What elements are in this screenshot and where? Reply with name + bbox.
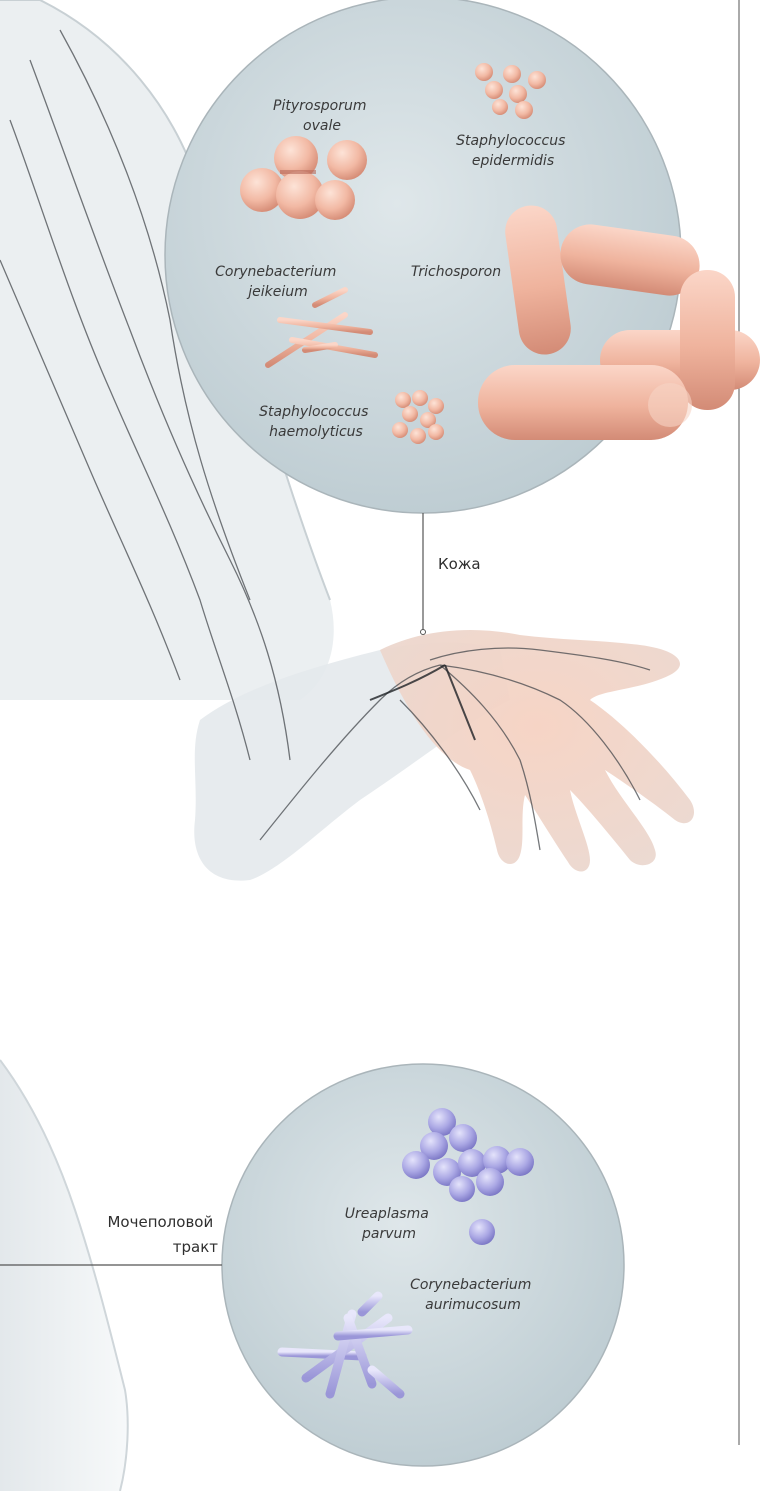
label-staph-epidermidis-line2: epidermidis <box>472 153 554 169</box>
urogenital-magnifier-circle <box>222 1064 624 1466</box>
region-label-urogenital-line2: тракт <box>173 1238 219 1256</box>
label-staph-epidermidis-line1: Staphylococcus <box>456 133 565 149</box>
label-ureaplasma-line2: parvum <box>361 1226 416 1242</box>
label-ureaplasma-line1: Ureaplasma <box>345 1206 429 1222</box>
region-label-urogenital-line1: Мочеполовой <box>107 1213 213 1231</box>
label-staph-haemolyticus-line1: Staphylococcus <box>259 404 368 420</box>
torso-illustration <box>0 1060 128 1491</box>
skin-microbe-panel: Pityrosporum ovale Staphylococcus epider… <box>165 0 760 513</box>
label-staph-haemolyticus-line2: haemolyticus <box>269 424 363 440</box>
label-corynebacterium-aurimucosum-line2: aurimucosum <box>425 1297 521 1313</box>
label-trichosporon: Trichosporon <box>411 264 501 280</box>
label-pityrosporum-line2: ovale <box>303 118 341 134</box>
label-corynebacterium-jeikeium-line2: jeikeium <box>246 284 308 300</box>
region-label-urogenital: Мочеполовой тракт <box>107 1213 218 1256</box>
skin-callout: Кожа <box>421 513 481 635</box>
urogenital-microbe-panel: Ureaplasma parvum Corynebacterium aurimu… <box>222 1064 624 1466</box>
label-corynebacterium-jeikeium-line1: Corynebacterium <box>215 264 336 280</box>
label-pityrosporum-line1: Pityrosporum <box>273 98 366 114</box>
label-corynebacterium-aurimucosum-line1: Corynebacterium <box>410 1277 531 1293</box>
region-label-skin: Кожа <box>438 555 481 573</box>
